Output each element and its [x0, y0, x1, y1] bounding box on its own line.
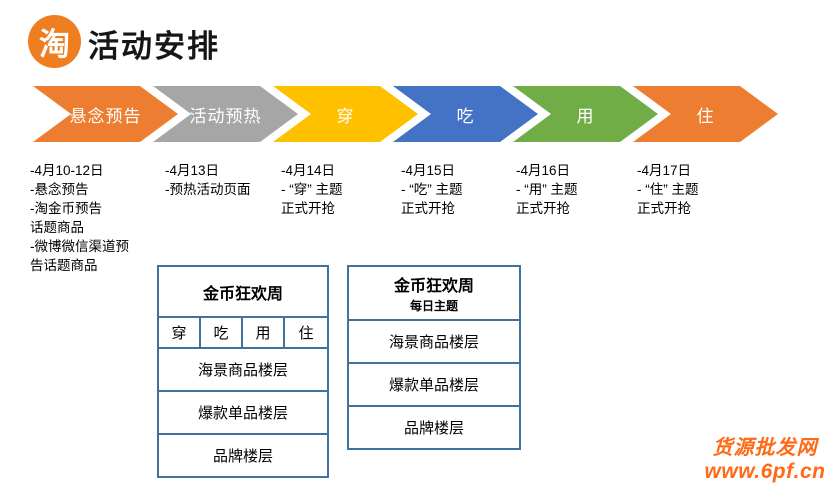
stage-label: 穿	[336, 106, 355, 126]
coin-week-daily-table-title: 金币狂欢周 每日主题	[349, 267, 519, 321]
coin-week-table: 金币狂欢周 穿 吃 用 住 海景商品楼层 爆款单品楼层 品牌楼层	[157, 265, 329, 478]
table-row: 品牌楼层	[212, 448, 273, 465]
stage-notes-wear: -4月14日 - “穿” 主题 正式开抢	[281, 163, 343, 216]
stage-notes-eat: -4月15日 - “吃” 主题 正式开抢	[401, 163, 463, 216]
taobao-logo-icon: 淘	[28, 15, 81, 68]
watermark: 货源批发网 www.6pf.cn	[703, 436, 827, 484]
coin-week-daily-table: 金币狂欢周 每日主题 海景商品楼层 爆款单品楼层 品牌楼层	[347, 265, 521, 450]
stage-notes-live: -4月17日 - “住” 主题 正式开抢	[637, 163, 699, 216]
stage-notes-suspense: -4月10-12日 -悬念预告 -淘金币预告 话题商品 -微博微信渠道预 告话题…	[30, 163, 129, 273]
stage-label: 悬念预告	[69, 106, 142, 126]
stage-notes-use: -4月16日 - “用” 主题 正式开抢	[516, 163, 578, 216]
table-row: 爆款单品楼层	[349, 364, 519, 407]
theme-cell-eat: 吃	[201, 318, 243, 347]
table-row: 海景商品楼层	[349, 321, 519, 364]
table-row: 品牌楼层	[403, 420, 464, 437]
stage-notes-warmup: -4月13日 -预热活动页面	[165, 163, 251, 197]
theme-cell-wear: 穿	[159, 318, 201, 347]
timeline-stage-suspense: 悬念预告	[33, 86, 178, 142]
stage-label: 活动预热	[189, 106, 262, 126]
coin-week-theme-row: 穿 吃 用 住	[159, 318, 327, 349]
stage-label: 吃	[456, 106, 475, 126]
theme-cell-live: 住	[298, 325, 314, 342]
table-title: 金币狂欢周	[393, 278, 474, 295]
coin-week-table-title: 金币狂欢周	[159, 267, 327, 318]
page-title: 活动安排	[88, 29, 220, 64]
stage-label: 住	[696, 106, 715, 126]
stage-label: 用	[576, 106, 595, 126]
table-subtitle: 每日主题	[409, 299, 458, 313]
table-row: 爆款单品楼层	[159, 392, 327, 435]
watermark-url: www.6pf.cn	[704, 460, 826, 483]
watermark-site-name: 货源批发网	[712, 437, 818, 459]
table-row: 海景商品楼层	[159, 349, 327, 392]
theme-cell-use: 用	[243, 318, 285, 347]
